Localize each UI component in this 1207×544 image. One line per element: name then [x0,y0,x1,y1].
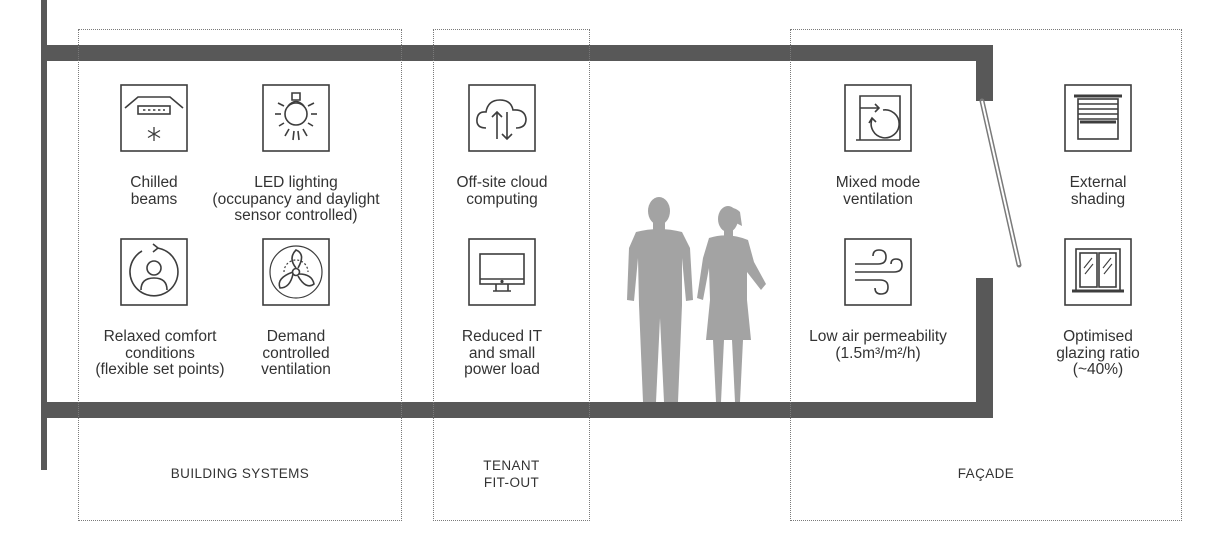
computer-monitor-icon [468,238,536,306]
floor-slab [41,402,993,418]
led-lighting-icon [262,84,330,152]
facade-lower-column [976,278,993,418]
cloud-sync-icon [468,84,536,152]
glazing-window-icon [1064,238,1132,306]
tenant-fit-out-heading: TENANT FIT-OUT [483,458,540,490]
air-flow-icon [844,238,912,306]
building-systems-group [78,29,402,521]
demand-ventilation-label: Demand controlled ventilation [261,328,331,378]
man-silhouette [627,197,693,402]
mixed-mode-label: Mixed mode ventilation [835,174,921,208]
woman-silhouette [697,206,766,402]
glazing-ratio-label: Optimised glazing ratio (~40%) [1056,328,1140,378]
external-shading-label: External shading [1069,174,1127,208]
tenant-fit-out-group [433,29,590,521]
ventilation-fan-icon [262,238,330,306]
left-wall [41,0,47,470]
facade-upper-column [976,45,993,101]
external-shading-icon [1064,84,1132,152]
reduced-it-label: Reduced IT and small power load [461,328,543,378]
cloud-computing-label: Off-site cloud computing [456,174,548,208]
comfort-person-icon [120,238,188,306]
facade-group [790,29,1182,521]
chilled-beams-label: Chilled beams [130,174,178,208]
chilled-beams-icon [120,84,188,152]
facade-heading: FAÇADE [957,466,1015,481]
building-systems-heading: BUILDING SYSTEMS [170,466,310,481]
ceiling-slab [41,45,993,61]
relaxed-comfort-label: Relaxed comfort conditions (flexible set… [95,328,225,378]
led-lighting-label: LED lighting (occupancy and daylight sen… [212,174,380,224]
mixed-mode-ventilation-icon [844,84,912,152]
air-permeability-label: Low air permeability (1.5m³/m²/h) [809,328,947,362]
